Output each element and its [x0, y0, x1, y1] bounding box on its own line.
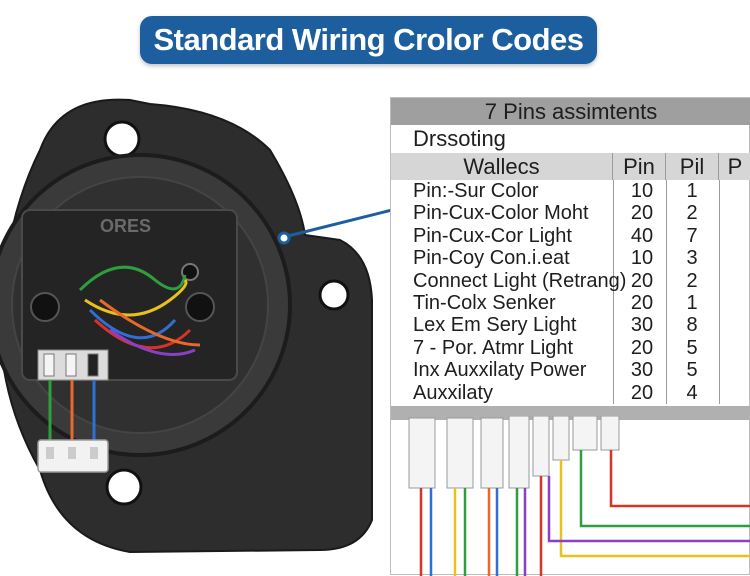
column-header-pil: Pil: [666, 153, 719, 180]
wire-red: [609, 450, 750, 508]
wire-green: [579, 450, 750, 528]
terminal-connector: [508, 416, 530, 489]
wire-red: [93, 318, 192, 350]
connector-strip: [391, 406, 750, 420]
mounting-hole-top: [103, 120, 141, 158]
mounting-hole-right: [318, 279, 350, 311]
terminal-connector: [480, 417, 504, 489]
terminal-connector: [446, 417, 474, 489]
panel-header: 7 Pins assimtents: [391, 98, 750, 125]
column-header-wallecs: Wallecs: [391, 153, 613, 180]
pin-socket: [30, 292, 60, 322]
callout-line: [287, 208, 393, 238]
terminal-connector: [532, 416, 550, 477]
panel-subheader: Drssoting: [413, 126, 506, 151]
title-banner: Standard Wiring Crolor Codes: [140, 16, 597, 64]
page-title: Standard Wiring Crolor Codes: [153, 22, 584, 57]
column-header-p: P: [719, 153, 750, 180]
pin-socket: [185, 292, 215, 322]
terminal-connector: [600, 416, 620, 451]
wire-yellow: [559, 460, 750, 558]
wire-orange: [99, 298, 201, 347]
connector-wiring: [408, 416, 750, 576]
brand-text: ORES: [100, 216, 151, 236]
pin-assignment-panel: 7 Pins assimtents Drssoting Wallecs Pin …: [390, 97, 750, 576]
terminal-connector: [552, 416, 570, 461]
wire-blue: [88, 308, 177, 340]
wire-yellow: [84, 278, 188, 317]
mounting-hole-bottom: [105, 468, 143, 506]
wire-purple: [109, 328, 196, 356]
column-header-pin: Pin: [613, 153, 666, 180]
wire-green: [78, 265, 187, 292]
terminal-connector: [408, 417, 436, 489]
terminal-connector: [572, 416, 598, 451]
panel-header-text: 7 Pins assimtents: [484, 98, 658, 124]
callout-dot: [277, 231, 291, 245]
wire-purple: [547, 476, 750, 543]
